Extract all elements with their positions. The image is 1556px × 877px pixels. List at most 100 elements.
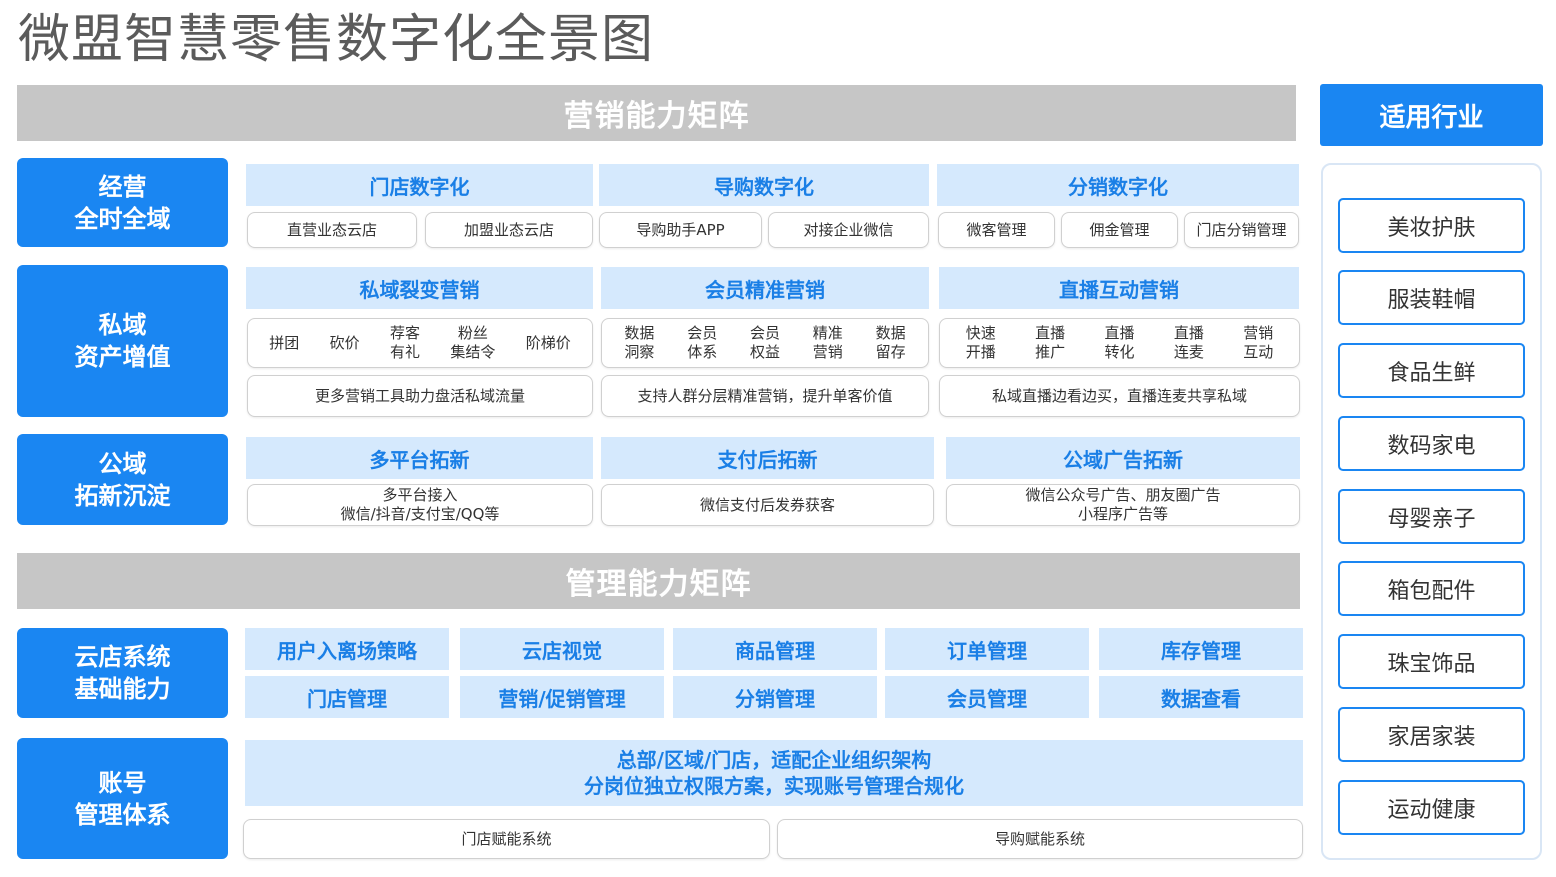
- store-enablement-system: 门店赋能系统: [243, 819, 770, 859]
- cap-inventory-mgmt: 库存管理: [1099, 628, 1303, 670]
- cap-user-entry-strategy: 用户入离场策略: [245, 628, 449, 670]
- header-member-precision: 会员精准营销: [601, 267, 929, 309]
- management-matrix-band: 管理能力矩阵: [17, 553, 1300, 609]
- industry-item: 家居家装: [1338, 707, 1525, 762]
- desc-multi-platform: 多平台接入 微信/抖音/支付宝/QQ等: [247, 484, 593, 526]
- note-member-precision: 支持人群分层精准营销，提升单客价值: [601, 375, 929, 417]
- tool-text: 营销: [1243, 324, 1274, 342]
- industry-item: 箱包配件: [1338, 561, 1525, 616]
- side-label-line: 公域: [98, 449, 147, 478]
- tool-cell: 直播转化: [1104, 324, 1134, 362]
- cap-order-mgmt: 订单管理: [885, 628, 1089, 670]
- cells-member-precision: 数据洞察 会员体系 会员权益 精准营销 数据留存: [601, 318, 929, 368]
- cap-store-mgmt: 门店管理: [245, 676, 449, 718]
- industries-header: 适用行业: [1320, 84, 1543, 146]
- tool-text: 直播: [1104, 324, 1135, 342]
- cap-data-view: 数据查看: [1099, 676, 1303, 718]
- tool-text: 开播: [965, 343, 996, 361]
- note-private-fission: 更多营销工具助力盘活私域流量: [247, 375, 593, 417]
- side-label-operation: 经营 全时全域: [17, 158, 228, 247]
- tool-text: 会员: [687, 324, 718, 342]
- item-micro-customer-mgmt: 微客管理: [938, 212, 1055, 248]
- industry-item: 服装鞋帽: [1338, 270, 1525, 325]
- item-guide-app: 导购助手APP: [599, 212, 762, 248]
- tool-cell: 荐客有礼: [390, 324, 420, 362]
- tool-text: 转化: [1104, 343, 1135, 361]
- desc-line: 小程序广告等: [1077, 505, 1168, 523]
- account-description: 总部/区域/门店，适配企业组织架构 分岗位独立权限方案，实现账号管理合规化: [245, 740, 1303, 806]
- tool-cell: 拼团: [269, 334, 299, 353]
- cap-member-mgmt: 会员管理: [885, 676, 1089, 718]
- cap-distribution-mgmt: 分销管理: [673, 676, 877, 718]
- tool-text: 体系: [687, 343, 718, 361]
- industry-item: 美妆护肤: [1338, 198, 1525, 253]
- note-live-interaction: 私域直播边看边买，直播连麦共享私域: [939, 375, 1300, 417]
- tool-text: 拼团: [269, 333, 300, 352]
- tool-text: 互动: [1243, 343, 1274, 361]
- side-label-private-domain: 私域 资产增值: [17, 265, 228, 417]
- tool-text: 砍价: [329, 333, 360, 352]
- cap-product-mgmt: 商品管理: [673, 628, 877, 670]
- tool-cell: 直播推广: [1035, 324, 1065, 362]
- tool-cell: 会员体系: [687, 324, 717, 362]
- header-private-fission: 私域裂变营销: [246, 267, 593, 309]
- header-multi-platform: 多平台拓新: [246, 437, 593, 479]
- tool-text: 连麦: [1173, 343, 1204, 361]
- header-distribution-digitization: 分销数字化: [937, 164, 1299, 206]
- tool-cell: 直播连麦: [1174, 324, 1204, 362]
- tool-text: 有礼: [389, 343, 420, 361]
- tool-cell: 会员权益: [750, 324, 780, 362]
- desc-public-ads: 微信公众号广告、朋友圈广告 小程序广告等: [946, 484, 1300, 526]
- tool-cell: 数据留存: [876, 324, 906, 362]
- item-franchise-cloud-store: 加盟业态云店: [425, 212, 593, 248]
- side-label-line: 云店系统: [74, 643, 171, 671]
- marketing-matrix-band: 营销能力矩阵: [17, 85, 1296, 141]
- tool-text: 营销: [812, 343, 843, 361]
- tool-cell: 精准营销: [813, 324, 843, 362]
- guide-enablement-system: 导购赋能系统: [777, 819, 1303, 859]
- tool-text: 会员: [749, 324, 780, 342]
- header-post-payment: 支付后拓新: [601, 437, 934, 479]
- tool-text: 洞察: [624, 343, 655, 361]
- item-store-distribution-mgmt: 门店分销管理: [1184, 212, 1299, 248]
- side-label-line: 经营: [98, 172, 147, 201]
- side-label-line: 全时全域: [74, 204, 171, 233]
- tool-text: 数据: [875, 324, 906, 342]
- header-store-digitization: 门店数字化: [246, 164, 593, 206]
- account-line: 分岗位独立权限方案，实现账号管理合规化: [584, 774, 964, 798]
- desc-line: 微信/抖音/支付宝/QQ等: [340, 505, 500, 523]
- side-label-line: 资产增值: [74, 343, 171, 371]
- tool-cell: 砍价: [330, 334, 360, 353]
- industry-item: 数码家电: [1338, 416, 1525, 471]
- cap-store-visual: 云店视觉: [460, 628, 664, 670]
- industry-item: 珠宝饰品: [1338, 634, 1525, 689]
- item-wecom-integration: 对接企业微信: [768, 212, 929, 248]
- header-public-ads: 公域广告拓新: [946, 437, 1300, 479]
- item-commission-mgmt: 佣金管理: [1061, 212, 1178, 248]
- side-label-line: 私域: [98, 311, 147, 339]
- header-live-interaction: 直播互动营销: [939, 267, 1299, 309]
- desc-post-payment: 微信支付后发券获客: [601, 484, 934, 526]
- desc-line: 微信公众号广告、朋友圈广告: [1025, 486, 1221, 504]
- side-label-line: 管理体系: [74, 800, 171, 829]
- industry-item: 食品生鲜: [1338, 343, 1525, 398]
- tool-text: 数据: [624, 324, 655, 342]
- side-label-cloud-system: 云店系统 基础能力: [17, 628, 228, 718]
- cells-live-interaction: 快速开播 直播推广 直播转化 直播连麦 营销互动: [939, 318, 1300, 368]
- tool-text: 精准: [812, 324, 843, 342]
- side-label-line: 基础能力: [74, 675, 171, 703]
- header-guide-digitization: 导购数字化: [599, 164, 929, 206]
- tool-text: 直播: [1035, 324, 1066, 342]
- tool-text: 快速: [965, 324, 996, 342]
- cap-promotion-mgmt: 营销/促销管理: [460, 676, 664, 718]
- account-line: 总部/区域/门店，适配企业组织架构: [616, 748, 932, 772]
- tool-cell: 数据洞察: [624, 324, 654, 362]
- tool-text: 推广: [1035, 343, 1066, 361]
- side-label-line: 拓新沉淀: [74, 481, 171, 510]
- side-label-line: 账号: [98, 768, 147, 797]
- tool-text: 阶梯价: [525, 333, 571, 352]
- tool-text: 粉丝: [457, 324, 488, 342]
- tool-text: 权益: [749, 343, 780, 361]
- tool-cell: 快速开播: [966, 324, 996, 362]
- tool-cell: 阶梯价: [526, 334, 571, 353]
